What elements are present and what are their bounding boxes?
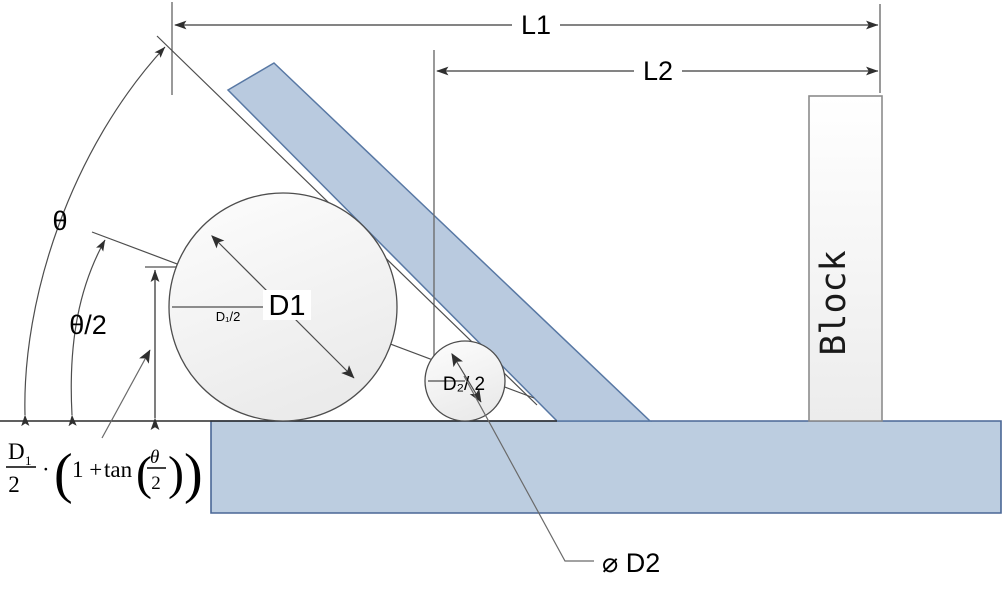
formula-inner-close: ) <box>168 447 184 500</box>
extension-lines <box>171 2 881 371</box>
half-theta-label: θ/2 <box>69 310 107 340</box>
block-label: Block <box>814 250 854 355</box>
formula-numerator-sub: 1 <box>25 453 32 468</box>
formula-denominator: 2 <box>8 472 20 497</box>
d2-radius-label: D₂/ 2 <box>443 374 485 395</box>
roller-d2: D₂/ 2 <box>424 340 506 422</box>
d1-label: D1 <box>268 290 305 322</box>
angle-theta: θ <box>21 46 166 427</box>
height-formula-leader <box>101 349 151 439</box>
theta-label: θ <box>52 206 67 236</box>
block-part: Block <box>808 95 883 422</box>
height-dimension <box>145 266 178 430</box>
formula-tan: tan <box>104 457 133 482</box>
d2-callout: ⌀ D2 <box>463 375 660 578</box>
base-bar <box>210 420 1002 514</box>
l1-label: L1 <box>521 10 551 40</box>
l2-label: L2 <box>643 56 673 86</box>
formula-inner-denominator: 2 <box>151 473 161 494</box>
formula-theta: θ <box>150 447 159 468</box>
roller-d1: D₁/2 D1 <box>168 192 398 422</box>
dimension-l1: L1 <box>174 10 879 40</box>
formula-inner-open: ( <box>136 447 152 500</box>
formula-close-paren: ) <box>184 443 203 505</box>
dimension-l2: L2 <box>436 56 879 86</box>
formula-one-plus: 1 + <box>72 457 102 482</box>
formula-dot: · <box>42 457 50 482</box>
d1-radius-label: D₁/2 <box>216 309 241 324</box>
height-formula: D 1 2 · ( 1 + tan ( θ 2 ) ) <box>6 439 203 505</box>
formula-numerator: D <box>8 439 25 464</box>
d2-callout-label: ⌀ D2 <box>602 548 660 578</box>
formula-open-paren: ( <box>54 443 73 505</box>
angle-half-theta: θ/2 <box>68 239 107 427</box>
